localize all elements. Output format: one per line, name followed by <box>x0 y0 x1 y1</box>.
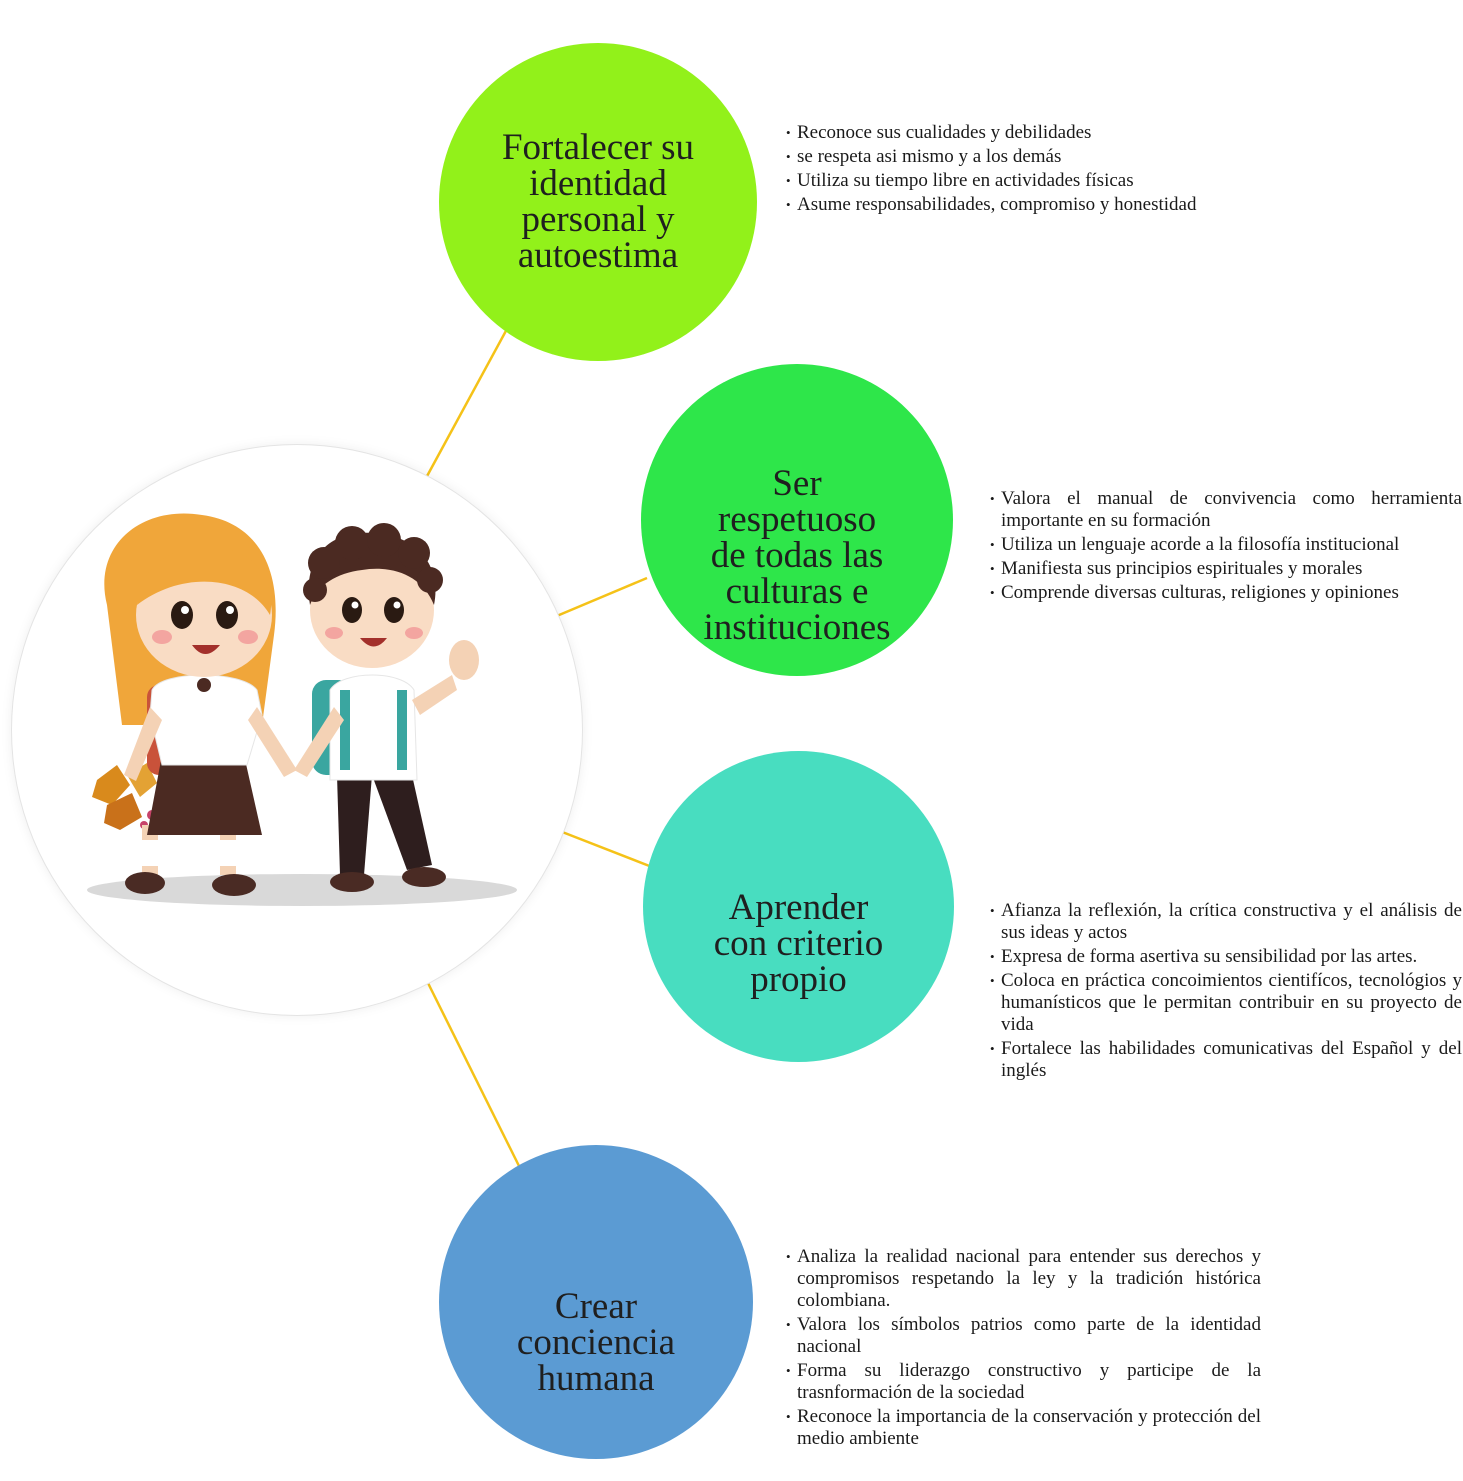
connector-4 <box>425 980 522 1169</box>
list-item: Expresa de forma asertiva su sensibilida… <box>990 946 1462 968</box>
list-item: Analiza la realidad nacional para entend… <box>786 1246 1261 1312</box>
list-item: Comprende diversas culturas, religiones … <box>990 582 1462 604</box>
list-respeto: Valora el manual de convivencia como her… <box>990 488 1462 606</box>
node-identidad: Fortalecer su identidad personal y autoe… <box>439 43 757 361</box>
list-item: Asume responsabilidades, compromiso y ho… <box>786 194 1261 216</box>
list-item: Utiliza su tiempo libre en actividades f… <box>786 170 1261 192</box>
connector-2 <box>551 576 648 620</box>
children-illustration <box>87 513 517 906</box>
node-respeto-title: Ser respetuoso de todas las culturas e i… <box>703 463 891 648</box>
list-conciencia: Analiza la realidad nacional para entend… <box>786 1246 1261 1452</box>
list-item: Fortalece las habilidades comunicativas … <box>990 1038 1462 1082</box>
node-conciencia-title: Crear conciencia humana <box>516 1286 676 1399</box>
list-item: Reconoce la importancia de la conservaci… <box>786 1406 1261 1450</box>
node-conciencia: Crear conciencia humana <box>439 1145 753 1459</box>
node-identidad-title: Fortalecer su identidad personal y autoe… <box>501 127 695 276</box>
list-criterio: Afianza la reflexión, la crítica constru… <box>990 900 1462 1084</box>
list-identidad: Reconoce sus cualidades y debilidades se… <box>786 122 1261 218</box>
autumn-leaves-icon <box>92 763 157 830</box>
list-item: Valora los símbolos patrios como parte d… <box>786 1314 1261 1358</box>
center-hub <box>12 445 582 1015</box>
list-item: Reconoce sus cualidades y debilidades <box>786 122 1261 144</box>
boy-figure <box>294 523 479 892</box>
list-item: se respeta asi mismo y a los demás <box>786 146 1261 168</box>
girl-figure <box>104 513 297 896</box>
list-item: Valora el manual de convivencia como her… <box>990 488 1462 532</box>
node-respeto: Ser respetuoso de todas las culturas e i… <box>641 364 953 676</box>
list-item: Utiliza un lenguaje acorde a la filosofí… <box>990 534 1462 556</box>
connector-3 <box>551 826 653 869</box>
list-item: Afianza la reflexión, la crítica constru… <box>990 900 1462 944</box>
connector-1 <box>424 304 522 479</box>
node-criterio: Aprender con criterio propio <box>643 751 954 1062</box>
list-item: Coloca en práctica concoimientos cientif… <box>990 970 1462 1036</box>
list-item: Manifiesta sus principios espirituales y… <box>990 558 1462 580</box>
node-criterio-title: Aprender con criterio propio <box>713 886 884 1000</box>
list-item: Forma su liderazgo constructivo y partic… <box>786 1360 1261 1404</box>
